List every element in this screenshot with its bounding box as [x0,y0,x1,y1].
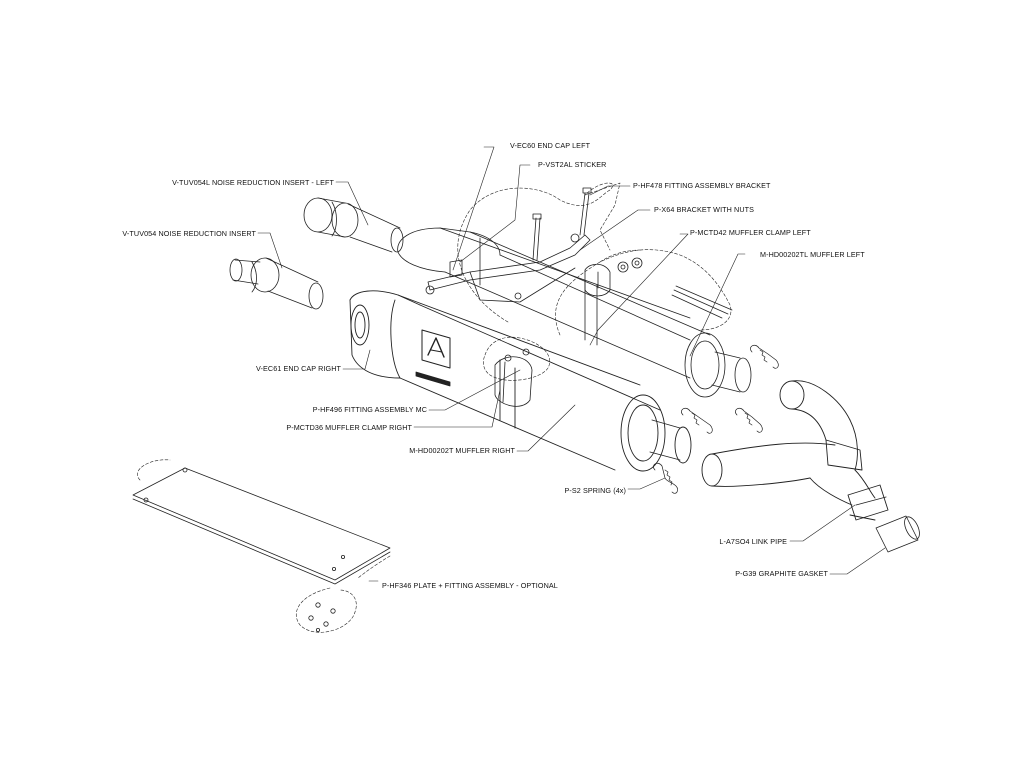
label-fitting-assembly-bracket: P-HF478 FITTING ASSEMBLY BRACKET [633,181,771,190]
label-muffler-left: M-HD00202TL MUFFLER LEFT [760,250,865,259]
leader-lines [257,146,886,582]
sticker-part [449,259,463,278]
fitting-mc-outline [483,336,550,381]
label-spring: P-S2 SPRING (4x) [564,486,626,495]
label-noise-insert: V-TUV054 NOISE REDUCTION INSERT [122,229,256,238]
label-plate-fitting: P-HF346 PLATE + FITTING ASSEMBLY - OPTIO… [382,581,558,590]
label-end-cap-right: V-EC61 END CAP RIGHT [256,364,341,373]
optional-outline-left [457,182,621,323]
bracket-with-nuts-part [425,233,591,303]
muffler-left-part [397,227,752,398]
fitting-assembly-bracket-part [532,187,592,261]
akrapovic-logo [415,329,451,387]
label-fitting-assembly-mc: P-HF496 FITTING ASSEMBLY MC [312,405,427,414]
link-pipe-part [701,380,889,521]
plate-fitting-part [132,459,391,633]
label-muffler-right: M-HD00202T MUFFLER RIGHT [409,446,515,455]
muffler-right-part [349,290,692,472]
label-sticker: P-VST2AL STICKER [538,160,607,169]
rods-part [671,285,733,319]
noise-insert-left-part [303,197,404,253]
label-bracket-with-nuts: P-X64 BRACKET WITH NUTS [654,205,755,214]
label-noise-insert-left: V-TUV054L NOISE REDUCTION INSERT - LEFT [172,178,334,187]
muffler-clamp-left-part [584,263,611,297]
spring-parts [653,344,779,494]
muffler-clamp-right-part [494,348,533,407]
label-end-cap-left: V-EC60 END CAP LEFT [510,141,591,150]
label-muffler-clamp-right: P-MCTD36 MUFFLER CLAMP RIGHT [286,423,412,432]
label-link-pipe: L-A7SO4 LINK PIPE [719,537,787,546]
noise-insert-part [229,257,324,310]
optional-outline-right [555,249,732,336]
label-graphite-gasket: P-G39 GRAPHITE GASKET [735,569,828,578]
graphite-gasket-part [875,515,920,553]
nuts-part [617,257,643,273]
label-muffler-clamp-left: P-MCTD42 MUFFLER CLAMP LEFT [690,228,811,237]
